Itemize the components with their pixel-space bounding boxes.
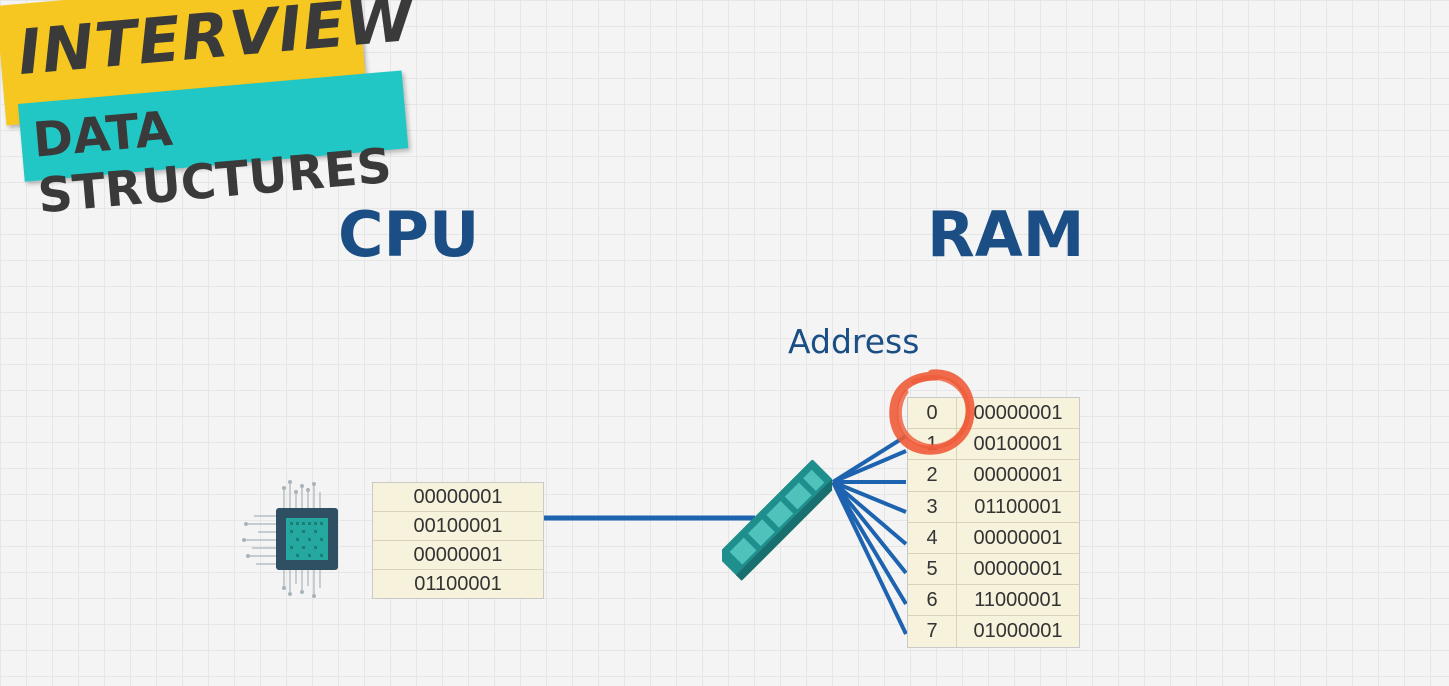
ram-value-cell: 00100001 — [973, 433, 1063, 456]
ram-address-cell: 3 — [908, 491, 957, 522]
register-cell: 00000001 — [373, 540, 543, 569]
ram-row: 6 11000001 — [908, 584, 1079, 616]
register-cell: 01100001 — [373, 569, 543, 598]
ram-heading: RAM — [927, 198, 1085, 271]
register-cell: 00000001 — [413, 486, 503, 508]
highlight-circle — [889, 369, 975, 455]
ram-row: 3 01100001 — [908, 490, 1079, 522]
ram-value-cell: 11000001 — [974, 589, 1062, 612]
ram-address-cell: 4 — [908, 522, 957, 553]
ram-value-cell: 01100001 — [974, 495, 1062, 518]
ram-address-cell: 5 — [908, 553, 957, 585]
cpu-chip-icon — [242, 480, 338, 598]
ram-value-cell: 01000001 — [973, 620, 1063, 643]
cpu-register-table: 00000001 00100001 00000001 01100001 — [372, 482, 544, 599]
controller-to-ram-wires — [831, 434, 908, 635]
ram-row: 7 01000001 — [908, 615, 1079, 647]
address-label: Address — [788, 322, 920, 361]
memory-stick-icon — [722, 460, 832, 581]
ram-table: 0 00000001 1 00100001 2 00000001 3 01100… — [907, 397, 1080, 648]
ram-value-cell: 00000001 — [973, 526, 1063, 549]
ram-value-cell: 00000001 — [973, 402, 1063, 424]
ram-row: 2 00000001 — [908, 459, 1079, 491]
ram-row: 5 00000001 — [908, 552, 1079, 585]
ram-address-cell: 7 — [908, 616, 957, 647]
ram-value-cell: 00000001 — [973, 464, 1063, 487]
ram-address-cell: 6 — [908, 585, 957, 616]
ram-value-cell: 00000001 — [973, 557, 1063, 580]
ram-row: 4 00000001 — [908, 521, 1079, 553]
cpu-heading: CPU — [338, 198, 480, 271]
ram-address-cell: 0 — [908, 398, 957, 429]
register-cell: 00100001 — [373, 511, 543, 540]
ram-row: 0 00000001 — [908, 398, 1079, 429]
ram-address-cell: 2 — [908, 460, 957, 491]
